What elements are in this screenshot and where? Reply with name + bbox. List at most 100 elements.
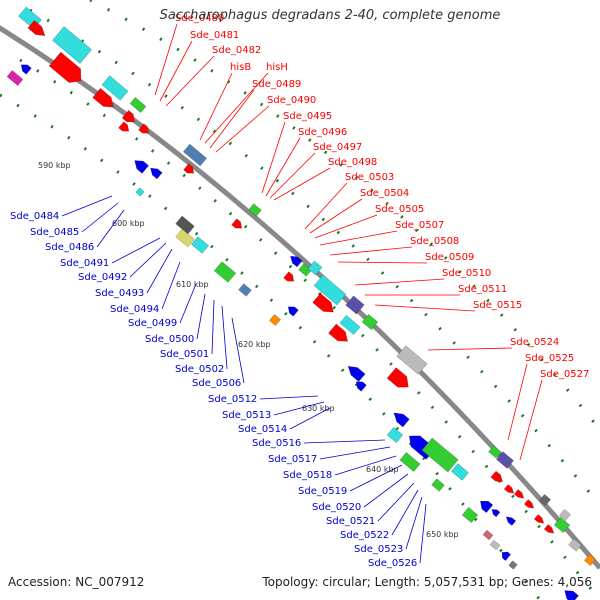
accession-label: Accession: NC_007912 bbox=[8, 575, 145, 589]
gene-feature-66-shape bbox=[508, 560, 518, 570]
gene-feature-12-shape bbox=[118, 121, 130, 132]
fwd-gene-label-11: Sde_0498 bbox=[328, 157, 377, 168]
rev-leader-23 bbox=[405, 496, 423, 550]
rev-gene-label-13: Sde_0512 bbox=[208, 394, 257, 405]
gene-feature-23 bbox=[213, 261, 237, 283]
gene-feature-28 bbox=[307, 260, 323, 276]
gene-feature-40 bbox=[355, 381, 367, 392]
gene-feature-37 bbox=[268, 313, 282, 327]
gene-feature-2-shape bbox=[27, 19, 46, 37]
fwd-gene-label-6: Sde_0489 bbox=[252, 79, 301, 90]
map-title: Saccharophagus degradans 2-40, complete … bbox=[159, 8, 501, 23]
rev-gene-label-23: Sde_0523 bbox=[354, 544, 403, 555]
gene-feature-24 bbox=[238, 283, 252, 297]
rev-leader-8 bbox=[179, 283, 197, 324]
fwd-gene-label-8: Sde_0495 bbox=[283, 111, 332, 122]
gene-feature-53-shape bbox=[523, 499, 535, 509]
fwd-gene-label-3: Sde_0482 bbox=[212, 45, 261, 56]
fwd-leader-22 bbox=[507, 363, 528, 441]
gene-feature-21 bbox=[175, 228, 195, 248]
gene-feature-32 bbox=[361, 313, 379, 331]
gene-feature-54-shape bbox=[533, 514, 545, 524]
gene-feature-4-shape bbox=[48, 51, 82, 83]
rev-leader-20 bbox=[363, 473, 409, 508]
gene-feature-48 bbox=[488, 445, 502, 459]
rev-leader-1 bbox=[61, 195, 113, 217]
rev-leader-6 bbox=[146, 248, 173, 294]
gene-feature-45 bbox=[399, 451, 421, 473]
gene-feature-9-shape bbox=[129, 97, 147, 113]
gene-feature-32-shape bbox=[361, 313, 379, 331]
fwd-gene-label-19: Sde_0511 bbox=[458, 284, 507, 295]
fwd-leader-13 bbox=[309, 198, 363, 234]
gene-feature-27-shape bbox=[283, 271, 295, 282]
rev-gene-label-19: Sde_0519 bbox=[298, 486, 347, 497]
gene-feature-52-shape bbox=[513, 489, 525, 499]
fwd-gene-label-18: Sde_0510 bbox=[442, 268, 491, 279]
gene-feature-25 bbox=[289, 255, 303, 268]
rev-gene-label-22: Sde_0522 bbox=[340, 530, 389, 541]
scale-label-5: 630 kbp bbox=[302, 404, 335, 413]
rev-leader-13 bbox=[259, 395, 319, 400]
gene-feature-21-shape bbox=[175, 228, 195, 248]
gene-feature-41 bbox=[386, 426, 404, 444]
fwd-gene-label-20: Sde_0515 bbox=[473, 300, 522, 311]
track-guide-2 bbox=[29, 8, 600, 506]
rev-gene-label-1: Sde_0484 bbox=[10, 211, 59, 222]
gene-feature-31 bbox=[345, 295, 365, 315]
rev-gene-label-11: Sde_0502 bbox=[175, 364, 224, 375]
gene-feature-28-shape bbox=[307, 260, 323, 276]
gene-feature-40-shape bbox=[355, 381, 367, 392]
gene-feature-8-shape bbox=[92, 87, 114, 108]
gene-feature-67-shape bbox=[568, 538, 582, 552]
rev-leader-9 bbox=[196, 293, 206, 340]
gene-feature-33 bbox=[328, 323, 349, 342]
fwd-gene-label-21: Sde_0524 bbox=[510, 337, 559, 348]
fwd-leader-8 bbox=[261, 121, 286, 194]
gene-feature-8 bbox=[92, 87, 114, 108]
gene-feature-7-shape bbox=[101, 75, 129, 101]
rev-gene-label-24: Sde_0526 bbox=[368, 558, 417, 569]
fwd-gene-label-17: Sde_0509 bbox=[425, 252, 474, 263]
gene-feature-60-shape bbox=[553, 516, 571, 534]
scale-label-4: 620 kbp bbox=[238, 340, 271, 349]
genome-backbone bbox=[0, 25, 600, 570]
gene-feature-65-shape bbox=[501, 551, 512, 562]
gene-feature-19 bbox=[231, 218, 243, 229]
gene-feature-17 bbox=[135, 187, 145, 197]
gene-feature-48-shape bbox=[488, 445, 502, 459]
gene-feature-49-shape bbox=[496, 451, 514, 469]
gene-feature-9 bbox=[129, 97, 147, 113]
gene-feature-53 bbox=[523, 499, 535, 509]
fwd-leader-3 bbox=[165, 55, 215, 107]
gene-feature-15 bbox=[134, 160, 149, 174]
gene-feature-11 bbox=[138, 123, 150, 134]
rev-leader-21 bbox=[377, 482, 415, 522]
rev-gene-label-21: Sde_0521 bbox=[326, 516, 375, 527]
gene-feature-6 bbox=[20, 64, 32, 75]
rev-gene-label-15: Sde_0514 bbox=[238, 424, 287, 435]
fwd-leader-9 bbox=[265, 137, 301, 197]
rev-gene-label-9: Sde_0500 bbox=[145, 334, 194, 345]
fwd-gene-label-1: Sde_0480 bbox=[175, 13, 224, 24]
gene-feature-34 bbox=[339, 314, 361, 336]
fwd-leader-2 bbox=[159, 40, 193, 102]
gene-feature-61 bbox=[461, 506, 479, 524]
fwd-leader-15 bbox=[319, 230, 398, 246]
gene-feature-18-shape bbox=[248, 203, 262, 217]
gene-feature-2 bbox=[27, 19, 46, 37]
gene-feature-68-shape bbox=[583, 553, 597, 567]
rev-gene-label-6: Sde_0493 bbox=[95, 288, 144, 299]
gene-feature-22-shape bbox=[191, 236, 209, 254]
fwd-gene-label-13: Sde_0504 bbox=[360, 188, 409, 199]
gene-feature-37-shape bbox=[268, 313, 282, 327]
gene-feature-50-shape bbox=[490, 470, 504, 483]
gene-feature-29-shape bbox=[313, 274, 347, 306]
gene-feature-27 bbox=[283, 271, 295, 282]
fwd-gene-label-7: Sde_0490 bbox=[267, 95, 316, 106]
gene-feature-38-shape bbox=[287, 306, 299, 317]
fwd-leader-12 bbox=[304, 182, 348, 230]
rev-leader-5 bbox=[129, 242, 167, 278]
gene-feature-33-shape bbox=[328, 323, 349, 342]
